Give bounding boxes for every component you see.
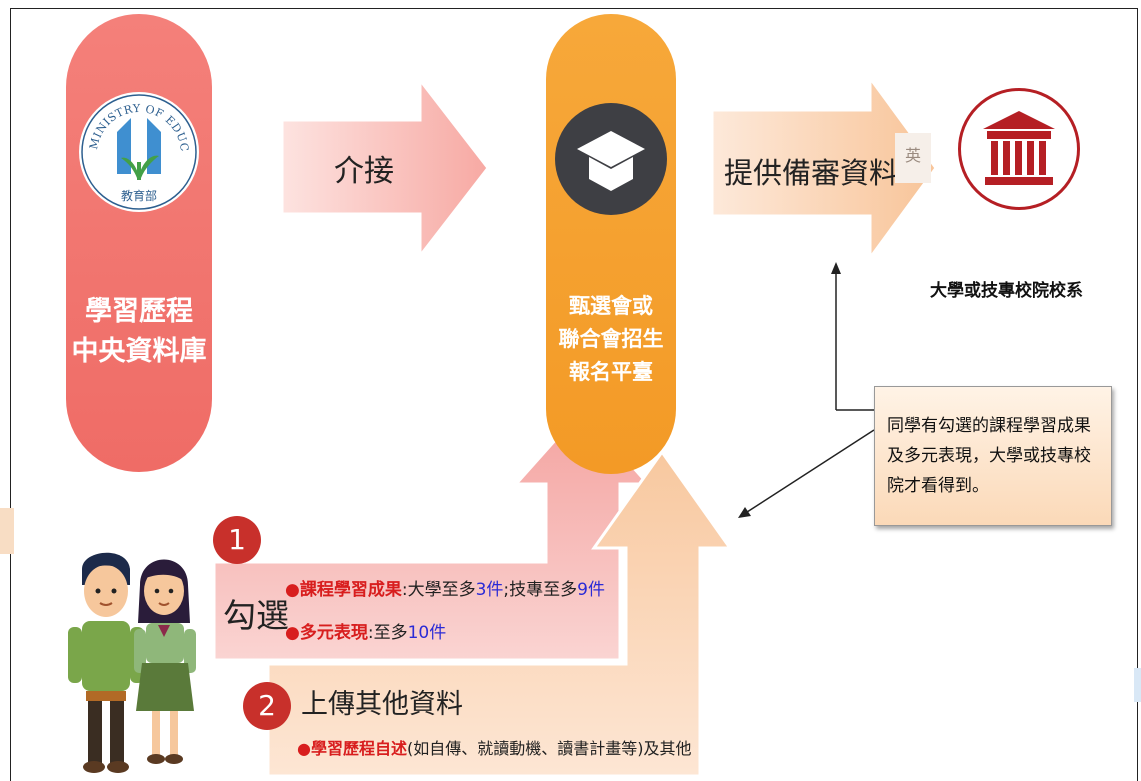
note-line3: 院才看得到。 [887, 476, 989, 496]
svg-text:教育部: 教育部 [121, 188, 157, 203]
step1-number-badge: 1 [213, 516, 261, 564]
step1-label: 勾選 [223, 596, 289, 635]
course-univ-count: 3件 [475, 580, 504, 600]
note-pointer-head-diag [738, 507, 751, 518]
left-edge-decoration [0, 508, 14, 554]
diverse-count: 10件 [407, 623, 447, 643]
bullet: ● [297, 739, 311, 758]
diverse-text1: :至多 [367, 623, 408, 643]
application-platform-pillar [546, 14, 676, 474]
provide-label: 提供備審資料 [724, 156, 899, 190]
visibility-note: 同學有勾選的課程學習成果 及多元表現，大學或技專校 院才看得到。 [874, 386, 1112, 526]
platform-title-line2: 聯合會招生 [558, 327, 664, 351]
boy-figure [68, 552, 144, 773]
platform-title-line1: 甄選會或 [569, 294, 653, 318]
diagram-frame [10, 8, 1138, 781]
note-pointer-head-up [831, 262, 841, 274]
step2-item: ●學習歷程自述(如自傳、就讀動機、讀書計畫等)及其他 [297, 735, 691, 759]
self-statement-details: (如自傳、就讀動機、讀書計畫等)及其他 [406, 739, 692, 758]
course-text2: ;技專至多 [503, 580, 578, 600]
step1-item-course: ●課程學習成果:大學至多3件;技專至多9件 [285, 575, 605, 600]
connect-label: 介接 [334, 154, 394, 189]
course-text1: :大學至多 [401, 580, 476, 600]
ministry-logo: MINISTRY OF EDUCATION 教育部 [74, 82, 199, 212]
students-illustration [68, 552, 196, 773]
course-tech-count: 9件 [577, 580, 605, 600]
english-badge: 英 [895, 133, 931, 183]
step2-number-badge: 2 [243, 682, 291, 730]
provide-arrow [710, 73, 938, 263]
graduation-cap-icon [555, 103, 667, 215]
connect-arrow [280, 75, 490, 261]
diverse-performance-label: 多元表現 [299, 623, 368, 643]
central-database-pillar [66, 14, 212, 472]
step2-label: 上傳其他資料 [301, 689, 463, 720]
step1-arrow [212, 407, 652, 662]
step1-item-diverse: ●多元表現:至多10件 [285, 618, 446, 643]
note-line2: 及多元表現，大學或技專校 [887, 446, 1091, 466]
bullet: ● [285, 623, 300, 643]
database-title-line2: 中央資料庫 [71, 336, 207, 367]
step2-arrow [266, 449, 733, 778]
database-title-line1: 學習歷程 [85, 296, 193, 327]
university-building-icon [958, 88, 1080, 210]
self-statement-label: 學習歷程自述 [310, 739, 407, 758]
note-pointer-diagonal [743, 429, 875, 515]
note-line1: 同學有勾選的課程學習成果 [887, 416, 1091, 436]
girl-figure [134, 559, 196, 764]
right-edge-decoration [1134, 668, 1141, 702]
platform-title-line3: 報名平臺 [569, 360, 653, 384]
university-label: 大學或技專校院校系 [930, 281, 1083, 301]
course-results-label: 課程學習成果 [299, 580, 402, 600]
bullet: ● [285, 580, 300, 600]
